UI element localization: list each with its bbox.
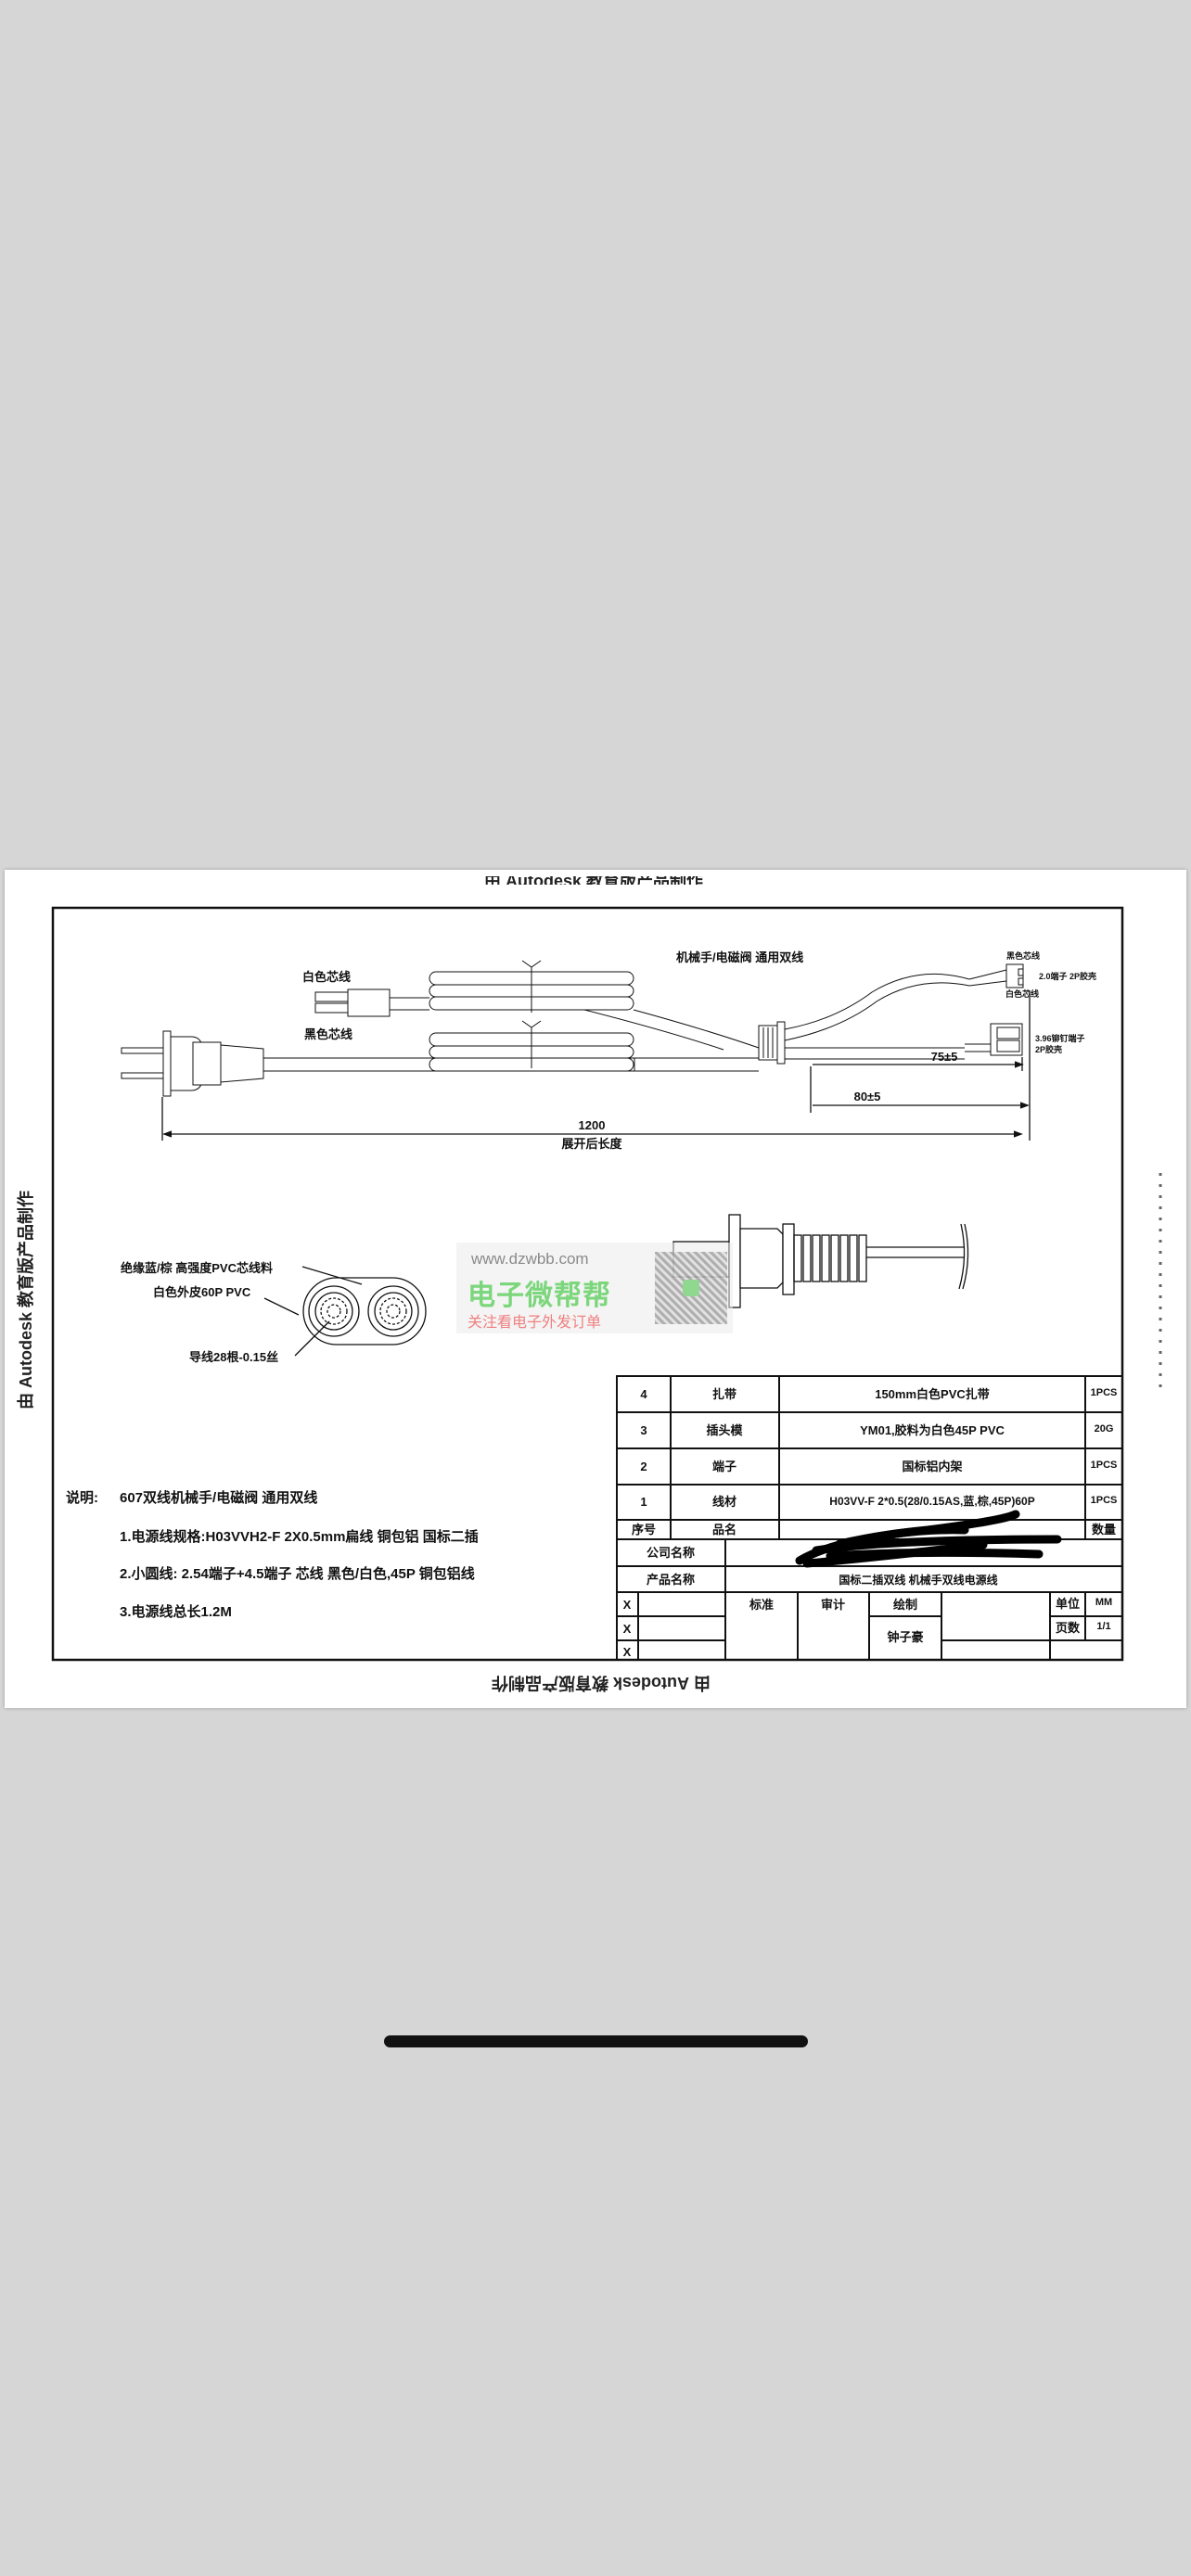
coiled-cable-upper xyxy=(429,960,634,1013)
cable-cross-section-icon xyxy=(263,1266,427,1357)
site-watermark: www.dzwbb.com 电子微帮帮 关注看电子外发订单 xyxy=(456,1243,733,1333)
watermark-slogan: 关注看电子外发订单 xyxy=(467,1315,602,1331)
bom-row-spec: 国标铝内架 xyxy=(902,1460,963,1473)
dimension-lines xyxy=(161,990,1031,1141)
page-label: 页数 xyxy=(1055,1621,1081,1635)
bom-row-spec: H03VV-F 2*0.5(28/0.15AS,蓝,棕,45P)60P xyxy=(829,1495,1035,1508)
white-core-connector xyxy=(314,988,429,1017)
bom-row-no: 3 xyxy=(640,1423,647,1437)
x-mark: X xyxy=(622,1622,632,1636)
dimension-75: 75±5 xyxy=(930,1050,958,1064)
connector-top-spec: 2.0端子 2P胶壳 xyxy=(1039,972,1097,981)
bom-row-spec: 150mm白色PVC扎带 xyxy=(875,1387,990,1401)
top-edge-watermark: 由 Autodesk 教育版产品制作 xyxy=(484,876,703,885)
bom-row-name: 线材 xyxy=(711,1495,737,1509)
sheath-label: 白色外皮60P PVC xyxy=(153,1285,251,1299)
insulation-label: 绝缘蓝/棕 高强度PVC芯线料 xyxy=(121,1261,273,1275)
x-mark: X xyxy=(622,1598,632,1612)
bom-row-no: 4 xyxy=(640,1387,647,1401)
bom-row-no: 1 xyxy=(640,1495,647,1509)
watermark-name: 电子微帮帮 xyxy=(467,1281,611,1311)
bom-header-no: 序号 xyxy=(631,1523,657,1537)
white-core-label: 白色芯线 xyxy=(302,970,352,984)
home-indicator[interactable] xyxy=(384,2035,808,2047)
product-name: 国标二插双线 机械手双线电源线 xyxy=(839,1574,998,1587)
large-2p-connector xyxy=(990,1023,1023,1056)
bom-header-name: 品名 xyxy=(711,1523,737,1537)
standard-label: 标准 xyxy=(749,1598,775,1612)
bom-row-name: 端子 xyxy=(711,1460,737,1473)
bom-row-qty: 1PCS xyxy=(1090,1495,1118,1506)
drafter-name: 钟子豪 xyxy=(887,1630,924,1644)
page-value: 1/1 xyxy=(1096,1621,1111,1632)
connector-white-core-label: 白色芯线 xyxy=(1005,989,1040,999)
note-item: 1.电源线规格:H03VVH2-F 2X0.5mm扁线 铜包铝 国标二插 xyxy=(120,1529,479,1545)
bom-row-qty: 20G xyxy=(1094,1423,1114,1435)
connector-bottom-spec-1: 3.96铆钉端子 xyxy=(1035,1034,1085,1043)
bom-row-name: 扎带 xyxy=(711,1387,737,1401)
notes-heading: 说明: xyxy=(66,1490,98,1506)
company-label: 公司名称 xyxy=(646,1546,696,1560)
bom-header-qty: 数量 xyxy=(1091,1523,1117,1537)
redaction-scribble xyxy=(795,1510,1062,1568)
dimension-caption: 展开后长度 xyxy=(561,1137,622,1151)
title-block-grid xyxy=(616,1375,1123,1661)
review-label: 审计 xyxy=(820,1598,846,1612)
dimension-1200: 1200 xyxy=(578,1118,606,1132)
dimension-80: 80±5 xyxy=(853,1090,881,1103)
drawing-border xyxy=(51,906,1124,1662)
cable-collar xyxy=(758,1021,786,1065)
black-core-label: 黑色芯线 xyxy=(304,1027,353,1041)
connector-bottom-spec-2: 2P胶壳 xyxy=(1035,1045,1063,1054)
power-plug-icon xyxy=(121,1030,264,1097)
unit-value: MM xyxy=(1095,1597,1113,1608)
coiled-cable-lower xyxy=(429,1020,634,1072)
qr-code-icon xyxy=(655,1252,727,1324)
unit-label: 单位 xyxy=(1055,1597,1081,1611)
bom-row-name: 插头模 xyxy=(706,1423,743,1437)
bom-row-qty: 1PCS xyxy=(1090,1387,1118,1398)
bom-row-qty: 1PCS xyxy=(1090,1460,1118,1471)
bom-row-spec: YM01,胶料为白色45P PVC xyxy=(860,1423,1005,1437)
conductor-label: 导线28根-0.15丝 xyxy=(189,1350,279,1364)
x-mark: X xyxy=(622,1645,632,1659)
drawing-title: 机械手/电磁阀 通用双线 xyxy=(676,950,804,964)
bom-row-no: 2 xyxy=(640,1460,647,1473)
product-label: 产品名称 xyxy=(646,1573,696,1587)
drawn-label: 绘制 xyxy=(892,1598,918,1612)
watermark-url: www.dzwbb.com xyxy=(471,1250,589,1268)
notes-intro: 607双线机械手/电磁阀 通用双线 xyxy=(120,1490,318,1506)
note-item: 3.电源线总长1.2M xyxy=(120,1604,232,1620)
connector-black-core-label: 黑色芯线 xyxy=(1006,951,1041,961)
note-item: 2.小圆线: 2.54端子+4.5端子 芯线 黑色/白色,45P 铜包铝线 xyxy=(120,1566,475,1582)
